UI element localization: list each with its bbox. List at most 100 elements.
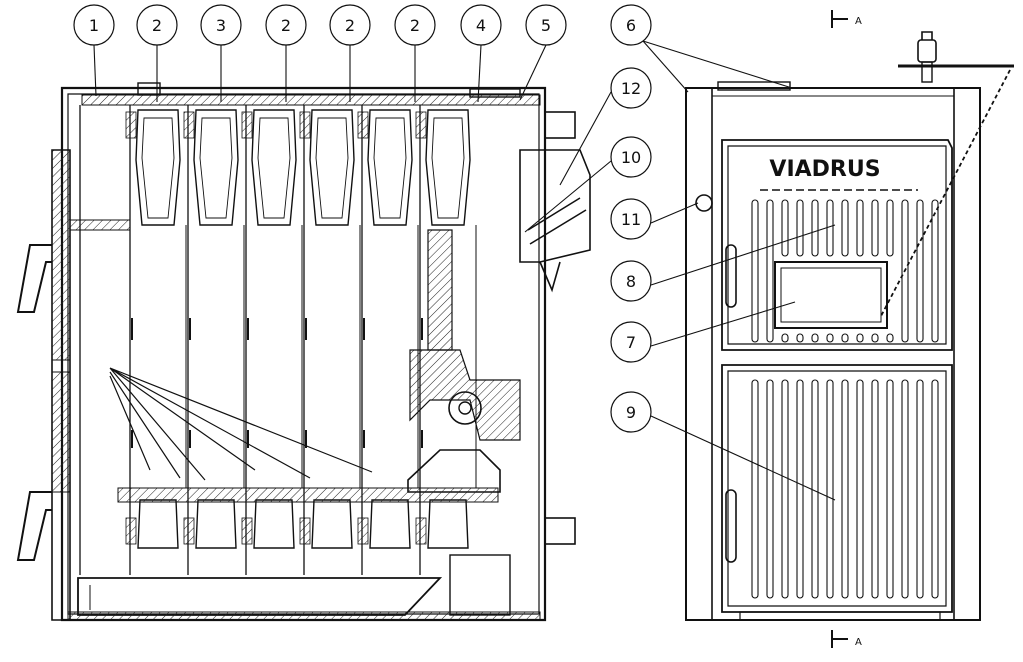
door-rib [886,379,894,599]
callout-number: 8 [626,272,636,291]
section-part [125,517,137,545]
door-rib [751,379,759,599]
callout-circle [525,4,567,46]
door-handle-lower [16,491,52,561]
door-rib [856,379,864,599]
callout-number: 2 [152,16,162,35]
callout-circle [610,198,652,240]
door-rib [886,333,894,343]
door-ribs [751,199,939,599]
section-part [315,117,349,219]
door-rib [916,199,924,343]
callout-number: 2 [410,16,420,35]
door-rib [781,199,789,257]
callout-number: 12 [621,79,641,98]
door-rib [841,199,849,257]
section-part [299,111,311,139]
door-rib [901,379,909,599]
ash-pan [77,577,443,616]
callout-circle [610,391,652,433]
door-rib [886,199,894,257]
door-rib [871,379,879,599]
lower-door [721,364,953,613]
callout-leader [519,44,547,101]
section-label-bottom: A [855,637,862,648]
door-rib [751,199,759,343]
section-part [125,111,137,139]
section-part [427,499,469,549]
callout-circle [136,4,178,46]
callout-leader [650,415,836,501]
door-rib [796,379,804,599]
section-part [415,111,427,139]
door-rib [841,379,849,599]
side-knob [695,194,713,212]
inspection-window [774,261,888,329]
door-rib [931,379,939,599]
section-part [199,117,233,219]
callout-circle [610,4,652,46]
section-part [367,109,413,226]
callout-leader [559,91,612,186]
callout-leader [524,160,612,233]
door-rib [811,333,819,343]
callout-leader [650,301,796,347]
callout-number: 10 [621,148,641,167]
section-part [373,117,407,219]
callout-circle [329,4,371,46]
section-part [251,109,297,226]
door-rib [841,333,849,343]
door-rib [826,333,834,343]
door-rib [811,379,819,599]
section-part [415,517,427,545]
door-rib [856,199,864,257]
callout-leader [477,44,482,103]
callout-circle [610,260,652,302]
callout-number: 2 [281,16,291,35]
callout-leader [642,40,793,89]
door-rib [781,379,789,599]
section-part [299,517,311,545]
section-part [369,499,411,549]
section-part [183,517,195,545]
section-part [425,109,471,226]
leader-lines [93,40,836,501]
damper-chain [879,69,1011,319]
callout-number: 2 [345,16,355,35]
callout-leader [650,224,836,286]
door-rib [766,199,774,343]
section-part [137,499,179,549]
lower-door-handle [725,489,737,563]
section-mark-top [831,10,848,28]
door-rib [901,199,909,343]
upper-door [721,139,953,351]
boiler-section-view [16,82,591,622]
door-rib [916,379,924,599]
door-rib [781,333,789,343]
section-part [141,117,175,219]
section-part [253,499,295,549]
section-part [195,499,237,549]
door-handle-upper [16,244,52,313]
section-mark-bottom [831,630,848,648]
brand-label: VIADRUS [769,157,880,182]
section-part [431,117,465,219]
boiler-front-view [685,10,1014,648]
callout-circle [610,136,652,178]
section-part [357,111,369,139]
callout-number: 3 [216,16,226,35]
callout-leader [650,202,699,224]
boiler-sections [79,105,477,575]
door-rib [826,379,834,599]
upper-door-handle [725,244,737,308]
door-rib [931,199,939,343]
flue-outlet [519,149,591,263]
callout-number: 7 [626,333,636,352]
callout-circle [460,4,502,46]
section-part [257,117,291,219]
callout-circle [200,4,242,46]
section-part [193,109,239,226]
